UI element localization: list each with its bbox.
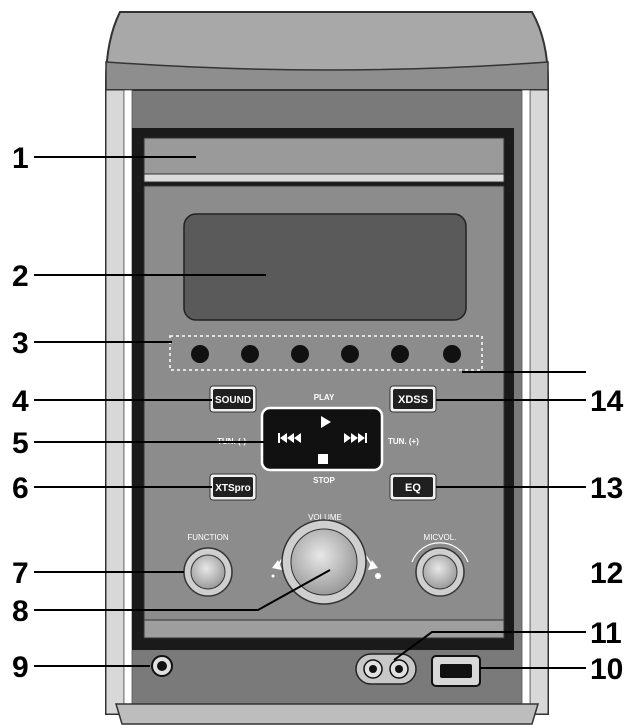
- preset-button-1[interactable]: [191, 345, 209, 363]
- sound-button-label: SOUND: [215, 395, 251, 406]
- preset-button-5[interactable]: [391, 345, 409, 363]
- callout-13: 13: [590, 472, 623, 505]
- volume-knob[interactable]: VOLUME: [271, 513, 382, 605]
- callout-5: 5: [12, 427, 29, 460]
- preset-buttons: [169, 335, 483, 371]
- callout-numbers: 1 2 3 4 5 6 7 8 9 10 11 12 13 14: [12, 142, 624, 686]
- callout-7: 7: [12, 557, 29, 590]
- usb-port[interactable]: [431, 655, 481, 687]
- tun-plus-label: TUN. (+): [388, 437, 419, 446]
- xdss-button[interactable]: XDSS: [389, 385, 437, 413]
- callout-4: 4: [12, 385, 29, 418]
- callout-1: 1: [12, 142, 29, 175]
- stop-icon[interactable]: [318, 454, 328, 464]
- xdss-button-label: XDSS: [398, 394, 428, 406]
- skip-forward-icon[interactable]: [344, 433, 367, 443]
- base-stand: [114, 703, 540, 725]
- leader-lines: [34, 156, 586, 669]
- sound-button[interactable]: SOUND: [209, 385, 257, 413]
- display-window: [183, 213, 467, 321]
- eq-button-label: EQ: [405, 482, 421, 494]
- play-label: PLAY: [314, 393, 335, 402]
- skip-back-icon[interactable]: [278, 433, 301, 443]
- stop-label: STOP: [313, 476, 335, 485]
- callout-6: 6: [12, 472, 29, 505]
- callout-10: 10: [590, 653, 623, 686]
- preset-button-4[interactable]: [341, 345, 359, 363]
- micvol-label: MICVOL.: [424, 533, 457, 542]
- callout-14: 14: [590, 385, 624, 418]
- callout-2: 2: [12, 260, 29, 293]
- mic-jacks[interactable]: [355, 653, 417, 685]
- volume-label: VOLUME: [308, 513, 342, 522]
- preset-button-6[interactable]: [443, 345, 461, 363]
- play-icon[interactable]: [321, 416, 331, 428]
- xtspro-button[interactable]: XTSpro: [209, 473, 257, 501]
- callout-12: 12: [590, 557, 623, 590]
- headphone-jack[interactable]: [151, 655, 173, 677]
- callout-9: 9: [12, 651, 29, 684]
- callout-8: 8: [12, 595, 29, 628]
- preset-button-3[interactable]: [291, 345, 309, 363]
- callout-3: 3: [12, 327, 29, 360]
- micvol-knob[interactable]: MICVOL.: [411, 533, 469, 597]
- preset-button-2[interactable]: [241, 345, 259, 363]
- eq-button[interactable]: EQ: [389, 473, 437, 501]
- function-label: FUNCTION: [187, 533, 229, 542]
- xtspro-button-label: XTSpro: [215, 483, 251, 494]
- disc-tray[interactable]: [143, 137, 505, 183]
- callout-11: 11: [590, 617, 622, 650]
